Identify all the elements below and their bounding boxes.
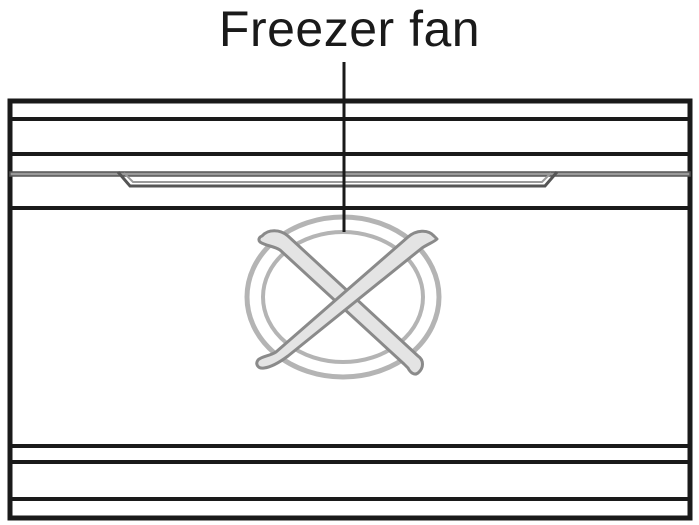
fan-icon [244,214,442,380]
freezer-fan-label: Freezer fan [218,1,481,57]
shelf-lip-inner [123,172,552,183]
compartment-frame [7,98,693,521]
shelf-lip [116,171,559,188]
fan-blade-2 [255,229,439,370]
shelf-rail [9,171,691,177]
